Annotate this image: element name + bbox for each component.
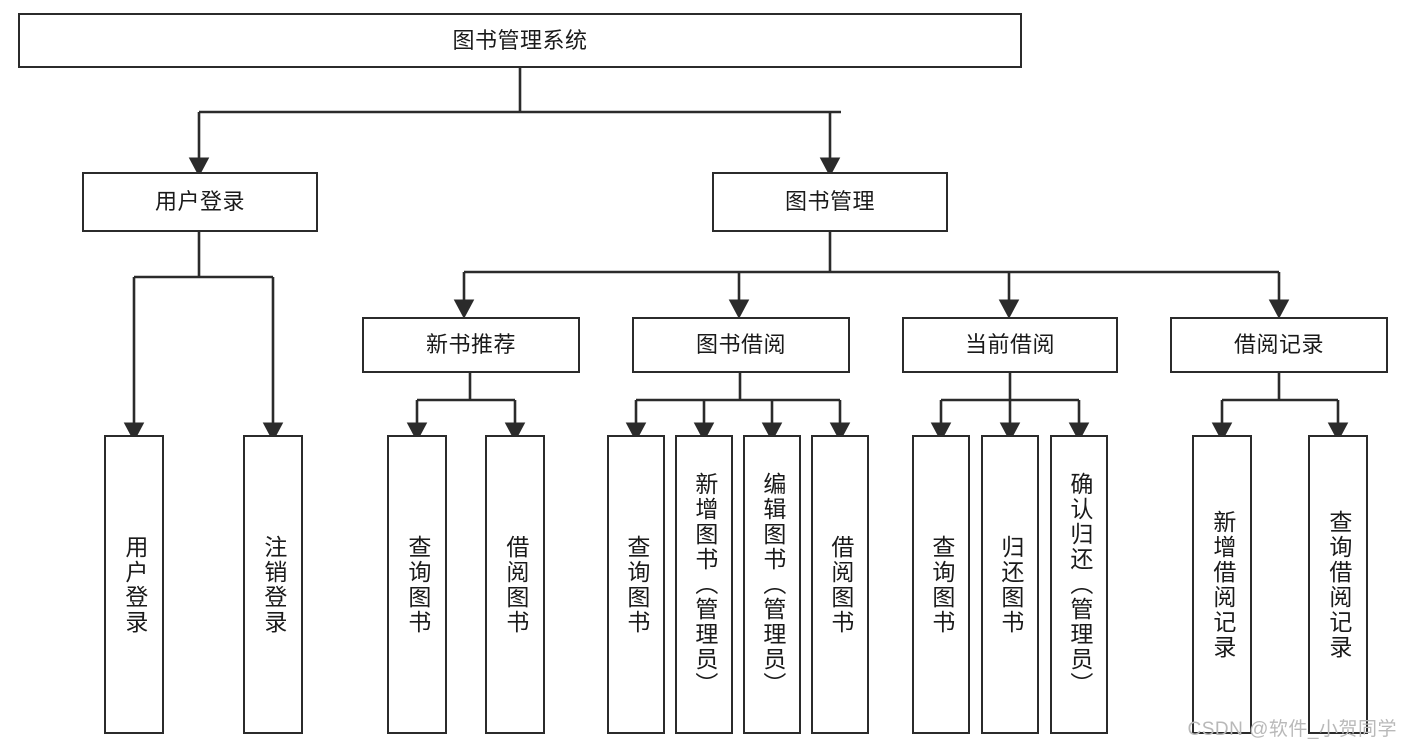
node-leaf-query-book-recommend[interactable]: 查询图书 [387,435,447,734]
node-leaf-add-borrow-record[interactable]: 新增借阅记录 [1192,435,1252,734]
node-current-borrow[interactable]: 当前借阅 [902,317,1118,373]
node-leaf-confirm-return-admin-label: 确认归还（管理员） [1066,472,1093,697]
node-book-management-label: 图书管理 [784,189,875,215]
node-leaf-query-borrow-record[interactable]: 查询借阅记录 [1308,435,1368,734]
node-leaf-borrow-book-recommend[interactable]: 借阅图书 [485,435,545,734]
node-leaf-return-book-label: 归还图书 [997,534,1024,635]
node-new-book-recommend[interactable]: 新书推荐 [362,317,580,373]
node-leaf-query-book-current[interactable]: 查询图书 [912,435,970,734]
node-leaf-query-borrow-record-label: 查询借阅记录 [1325,509,1352,660]
node-leaf-return-book[interactable]: 归还图书 [981,435,1039,734]
node-current-borrow-label: 当前借阅 [964,332,1055,358]
node-book-borrow-label: 图书借阅 [695,332,786,358]
node-leaf-edit-book-admin[interactable]: 编辑图书（管理员） [743,435,801,734]
node-root-book-management-system[interactable]: 图书管理系统 [18,13,1022,68]
node-leaf-query-book-current-label: 查询图书 [928,534,955,635]
node-leaf-query-book-borrow-label: 查询图书 [623,534,650,635]
node-leaf-query-book-recommend-label: 查询图书 [404,534,431,635]
node-book-management[interactable]: 图书管理 [712,172,948,232]
node-borrow-record[interactable]: 借阅记录 [1170,317,1388,373]
node-leaf-add-book-admin-label: 新增图书（管理员） [691,472,718,697]
node-new-book-recommend-label: 新书推荐 [425,332,516,358]
node-leaf-logout-label: 注销登录 [260,534,287,635]
node-leaf-borrow-book-recommend-label: 借阅图书 [502,534,529,635]
node-leaf-borrow-book-label: 借阅图书 [827,534,854,635]
node-leaf-user-login-label: 用户登录 [121,534,148,635]
node-leaf-add-book-admin[interactable]: 新增图书（管理员） [675,435,733,734]
watermark-csdn: CSDN @软件_小贺同学 [1187,719,1397,740]
node-leaf-user-login[interactable]: 用户登录 [104,435,164,734]
node-root-label: 图书管理系统 [452,27,588,53]
node-leaf-add-borrow-record-label: 新增借阅记录 [1209,509,1236,660]
node-user-login-label: 用户登录 [154,189,245,215]
node-leaf-borrow-book[interactable]: 借阅图书 [811,435,869,734]
node-leaf-logout[interactable]: 注销登录 [243,435,303,734]
node-leaf-edit-book-admin-label: 编辑图书（管理员） [759,472,786,697]
node-leaf-query-book-borrow[interactable]: 查询图书 [607,435,665,734]
node-user-login[interactable]: 用户登录 [82,172,318,232]
node-borrow-record-label: 借阅记录 [1233,332,1324,358]
node-leaf-confirm-return-admin[interactable]: 确认归还（管理员） [1050,435,1108,734]
node-book-borrow[interactable]: 图书借阅 [632,317,850,373]
